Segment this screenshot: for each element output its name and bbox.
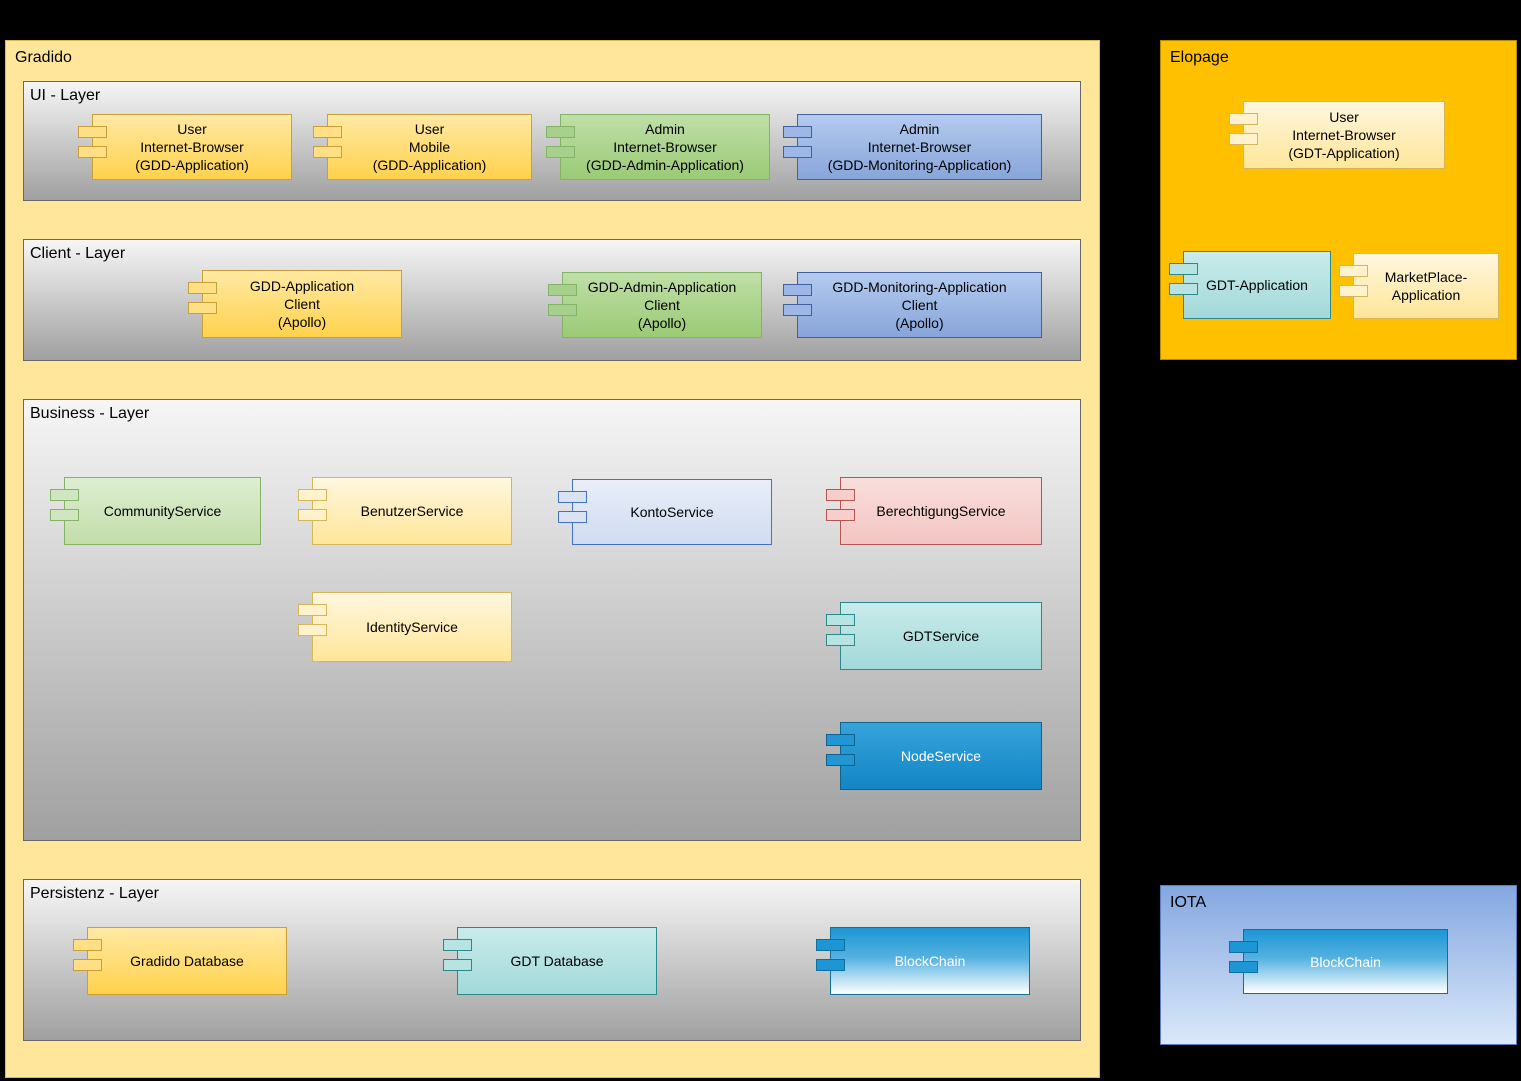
component-label: BlockChain: [1310, 953, 1381, 970]
component-port-icon: [548, 284, 577, 296]
component-port-icon: [783, 284, 812, 296]
component-label: Admin Internet-Browser (GDD-Monitoring-A…: [827, 121, 1012, 173]
container-gradido-label: Gradido: [15, 49, 72, 66]
component-port-icon: [1229, 961, 1258, 973]
layer-client-label: Client - Layer: [30, 245, 126, 262]
component-admin-internet-browser-gdd-admin: Admin Internet-Browser (GDD-Admin-Applic…: [546, 114, 770, 180]
component-port-icon: [826, 754, 855, 766]
component-port-icon: [1169, 283, 1198, 295]
component-label: MarketPlace- Application: [1384, 269, 1468, 303]
component-konto-service: KontoService: [558, 479, 772, 545]
component-gdt-application: GDT-Application: [1169, 251, 1331, 319]
component-port-icon: [78, 126, 107, 138]
component-port-icon: [1229, 113, 1258, 125]
component-community-service: CommunityService: [50, 477, 261, 545]
component-label: GDD-Application Client (Apollo): [249, 278, 355, 330]
component-port-icon: [826, 634, 855, 646]
component-port-icon: [1339, 285, 1368, 297]
component-port-icon: [816, 959, 845, 971]
component-label: GDTService: [902, 628, 980, 644]
component-label: CommunityService: [103, 503, 222, 519]
layer-ui: UI - Layer User Internet-Browser (GDD-Ap…: [23, 81, 1081, 201]
component-admin-internet-browser-gdd-monitoring: Admin Internet-Browser (GDD-Monitoring-A…: [783, 114, 1042, 180]
component-port-icon: [826, 614, 855, 626]
component-port-icon: [298, 624, 327, 636]
layer-persistenz: Persistenz - Layer Gradido Database GDT …: [23, 879, 1081, 1041]
container-elopage: Elopage User Internet-Browser (GDT-Appli…: [1160, 40, 1517, 360]
component-label: BerechtigungService: [876, 503, 1006, 519]
component-port-icon: [313, 146, 342, 158]
component-gdd-monitoring-application-client: GDD-Monitoring-Application Client (Apoll…: [783, 272, 1042, 338]
component-port-icon: [298, 489, 327, 501]
component-port-icon: [1169, 263, 1198, 275]
component-port-icon: [548, 304, 577, 316]
component-port-icon: [558, 491, 587, 503]
component-port-icon: [1339, 265, 1368, 277]
component-berechtigung-service: BerechtigungService: [826, 477, 1042, 545]
container-elopage-label: Elopage: [1170, 49, 1229, 66]
container-iota: IOTA BlockChain: [1160, 885, 1517, 1045]
component-port-icon: [188, 282, 217, 294]
component-blockchain-iota: BlockChain: [1229, 929, 1448, 994]
component-label: GDD-Admin-Application Client (Apollo): [587, 279, 737, 331]
component-label: GDT-Application: [1206, 277, 1308, 293]
layer-ui-label: UI - Layer: [30, 87, 101, 104]
component-port-icon: [188, 302, 217, 314]
component-gdt-database: GDT Database: [443, 927, 657, 995]
component-port-icon: [443, 939, 472, 951]
component-gdd-admin-application-client: GDD-Admin-Application Client (Apollo): [548, 272, 762, 338]
component-label: BlockChain: [894, 953, 966, 969]
component-port-icon: [78, 146, 107, 158]
component-label: Admin Internet-Browser (GDD-Admin-Applic…: [586, 121, 744, 173]
component-label: User Internet-Browser (GDD-Application): [135, 121, 249, 173]
component-blockchain-gradido: BlockChain: [816, 927, 1030, 995]
component-identity-service: IdentityService: [298, 592, 512, 662]
component-gdt-service: GDTService: [826, 602, 1042, 670]
component-label: IdentityService: [366, 619, 458, 635]
component-port-icon: [816, 939, 845, 951]
component-gradido-database: Gradido Database: [73, 927, 287, 995]
layer-client: Client - Layer GDD-Application Client (A…: [23, 239, 1081, 361]
component-label: Gradido Database: [130, 953, 244, 969]
component-label: User Mobile (GDD-Application): [372, 121, 487, 173]
container-gradido: Gradido UI - Layer User Internet-Browser…: [5, 40, 1100, 1078]
component-label: GDD-Monitoring-Application Client (Apoll…: [832, 279, 1007, 331]
component-port-icon: [783, 146, 812, 158]
component-marketplace-application: MarketPlace- Application: [1339, 253, 1499, 319]
component-benutzer-service: BenutzerService: [298, 477, 512, 545]
component-node-service: NodeService: [826, 722, 1042, 790]
component-port-icon: [50, 509, 79, 521]
component-port-icon: [73, 959, 102, 971]
component-port-icon: [73, 939, 102, 951]
component-user-internet-browser-gdt: User Internet-Browser (GDT-Application): [1229, 101, 1445, 169]
component-label: User Internet-Browser (GDT-Application): [1288, 109, 1400, 161]
component-label: GDT Database: [510, 953, 604, 969]
component-port-icon: [298, 509, 327, 521]
layer-business: Business - Layer CommunityService Benutz…: [23, 399, 1081, 841]
component-port-icon: [826, 509, 855, 521]
component-port-icon: [1229, 133, 1258, 145]
component-label: KontoService: [630, 504, 714, 520]
component-port-icon: [298, 604, 327, 616]
layer-persistenz-label: Persistenz - Layer: [30, 885, 159, 902]
component-port-icon: [783, 126, 812, 138]
component-port-icon: [826, 734, 855, 746]
component-gdd-application-client: GDD-Application Client (Apollo): [188, 270, 402, 338]
component-port-icon: [443, 959, 472, 971]
component-port-icon: [546, 126, 575, 138]
component-label: BenutzerService: [360, 503, 464, 519]
component-port-icon: [50, 489, 79, 501]
component-port-icon: [558, 511, 587, 523]
component-label: NodeService: [900, 748, 982, 764]
container-iota-label: IOTA: [1170, 894, 1207, 911]
component-port-icon: [313, 126, 342, 138]
component-port-icon: [783, 304, 812, 316]
component-user-mobile-gdd: User Mobile (GDD-Application): [313, 114, 532, 180]
component-port-icon: [546, 146, 575, 158]
layer-business-label: Business - Layer: [30, 405, 150, 422]
component-user-internet-browser-gdd: User Internet-Browser (GDD-Application): [78, 114, 292, 180]
component-port-icon: [1229, 941, 1258, 953]
component-port-icon: [826, 489, 855, 501]
